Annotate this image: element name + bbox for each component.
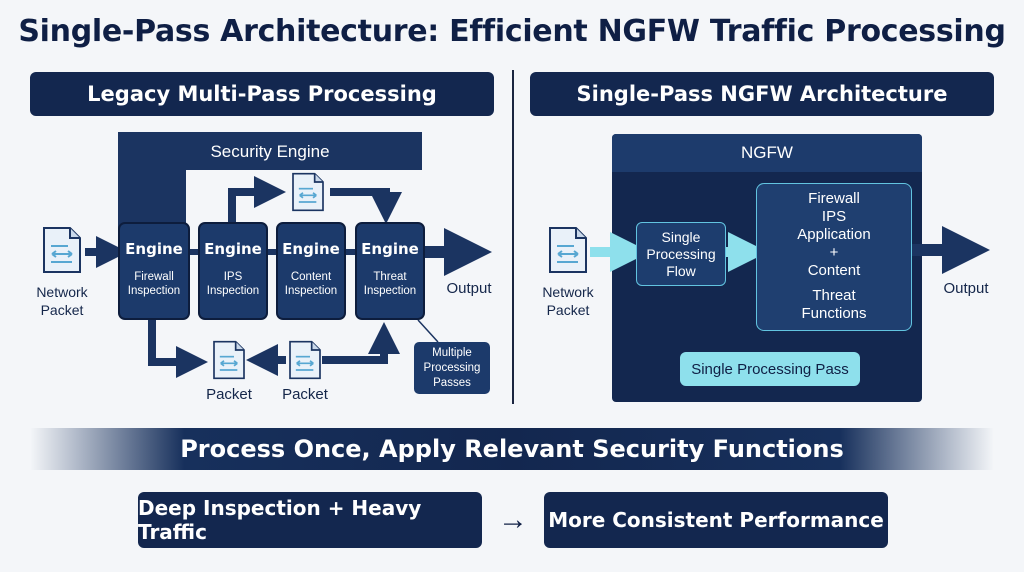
legacy-panel-header: Legacy Multi-Pass Processing	[30, 72, 494, 116]
function-ips: IPS	[821, 208, 847, 225]
ngfw-label: NGFW	[612, 134, 922, 172]
panel-divider	[512, 70, 514, 404]
single-processing-pass-badge: Single Processing Pass	[680, 352, 860, 386]
deep-inspection-box: Deep Inspection + Heavy Traffic	[138, 492, 482, 548]
function-content: Content	[807, 262, 861, 279]
security-functions-box: Firewall IPS Application + Content Threa…	[756, 183, 912, 331]
function-firewall: Firewall	[808, 190, 860, 207]
network-packet-document-icon	[549, 227, 587, 273]
summary-band: Process Once, Apply Relevant Security Fu…	[30, 428, 994, 470]
security-engine-label: Security Engine	[210, 142, 330, 161]
single-pass-panel-header: Single-Pass NGFW Architecture	[530, 72, 994, 116]
consistent-performance-box: More Consistent Performance	[544, 492, 888, 548]
function-application: Application	[797, 226, 871, 243]
packet-label-1: Packet	[206, 386, 252, 403]
legacy-output-label: Output	[446, 280, 492, 297]
packet-document-icon	[213, 340, 245, 380]
packet-document-icon	[289, 340, 321, 380]
page-title: Single-Pass Architecture: Efficient NGFW…	[18, 14, 1006, 49]
packet-label-2: Packet	[282, 386, 328, 403]
function-plus: +	[829, 244, 839, 261]
single-output-label: Output	[943, 280, 989, 297]
network-packet-document-icon	[43, 227, 81, 273]
intermediate-document-icon	[292, 172, 324, 212]
right-arrow-icon: →	[498, 503, 528, 536]
